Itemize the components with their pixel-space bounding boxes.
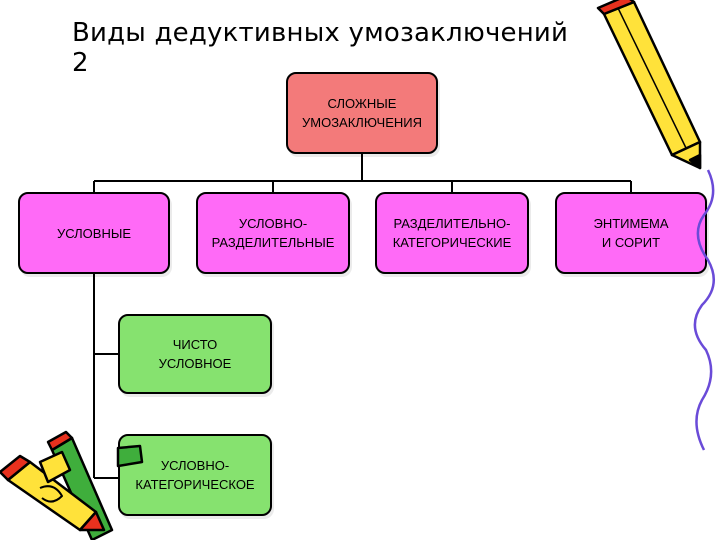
node-purely-conditional: ЧИСТО УСЛОВНОЕ (118, 314, 272, 394)
node-complex-inferences: СЛОЖНЫЕ УМОЗАКЛЮЧЕНИЯ (286, 72, 438, 154)
page-title: Виды дедуктивных умозаключений 2 (72, 18, 569, 78)
node-disjunctive-categorical: РАЗДЕЛИТЕЛЬНО- КАТЕГОРИЧЕСКИЕ (375, 192, 529, 274)
node-enthymeme-sorites: ЭНТИМЕМА И СОРИТ (555, 192, 707, 274)
node-conditional-categorical: УСЛОВНО- КАТЕГОРИЧЕСКОЕ (118, 434, 272, 516)
node-conditional: УСЛОВНЫЕ (18, 192, 170, 274)
wavy-line-icon (693, 169, 715, 451)
node-conditional-disjunctive: УСЛОВНО- РАЗДЕЛИТЕЛЬНЫЕ (196, 192, 350, 274)
